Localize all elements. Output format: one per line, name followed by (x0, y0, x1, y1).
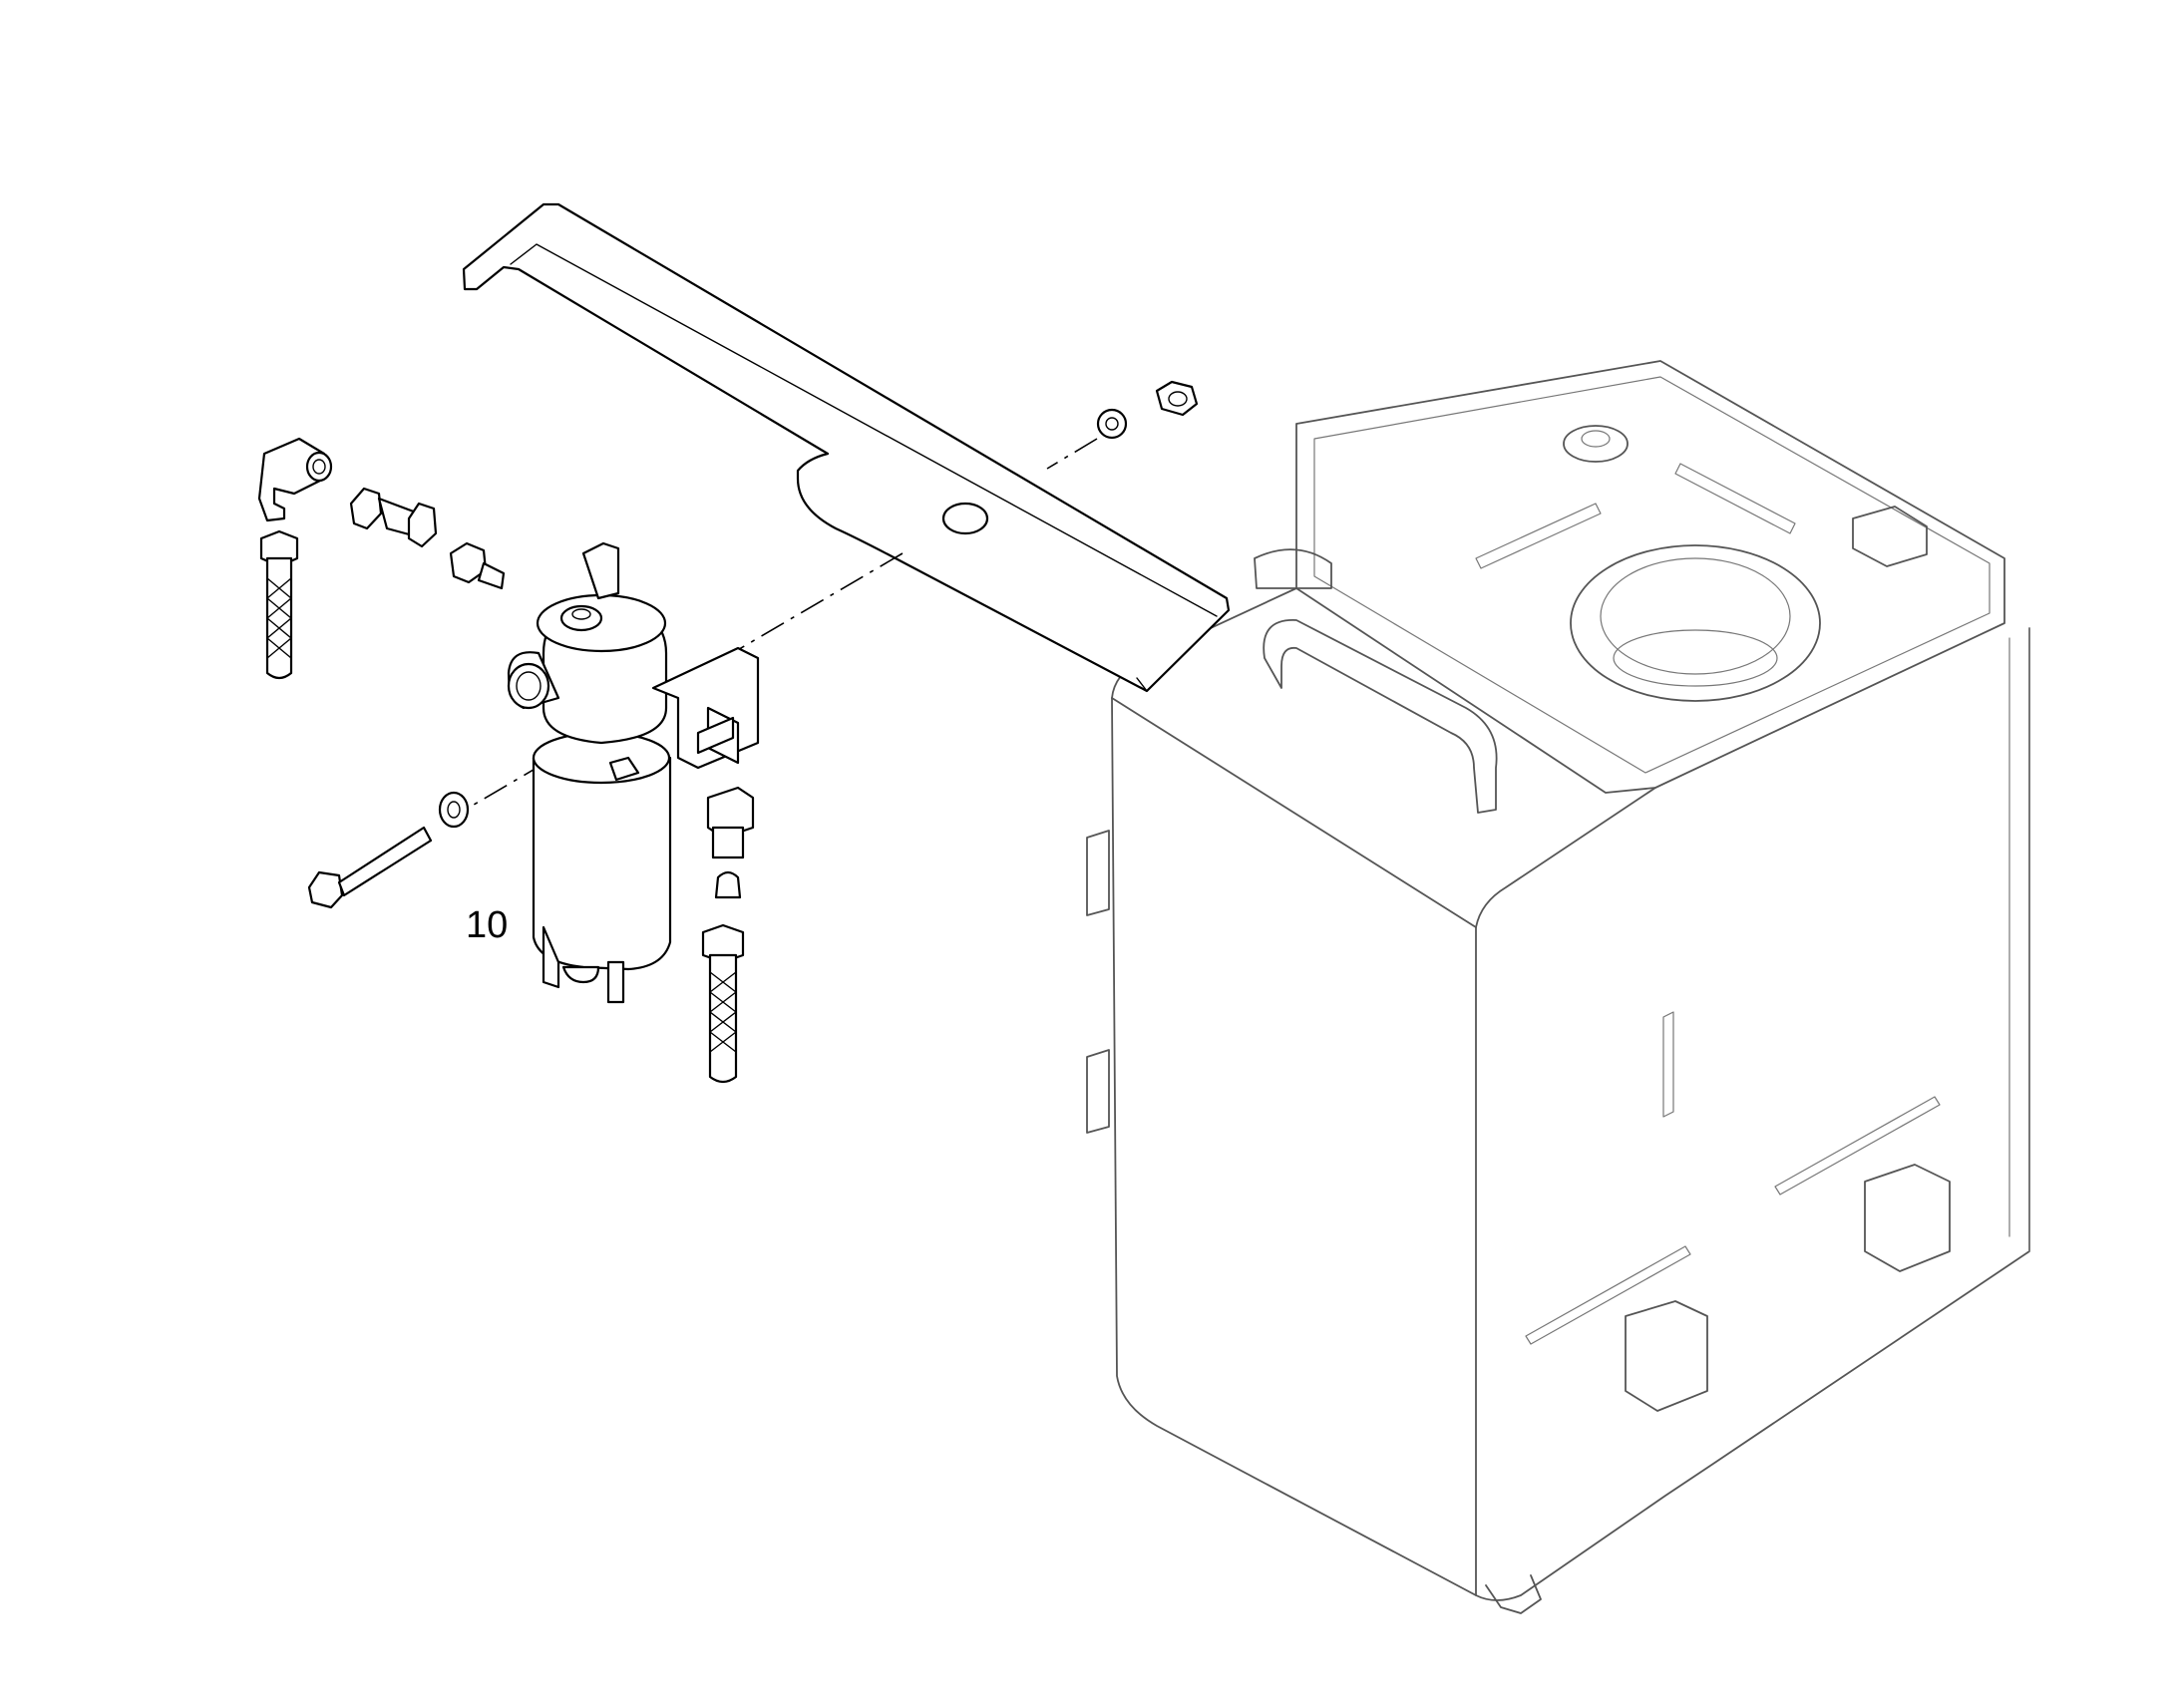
hose-right (701, 923, 745, 1084)
hydraulic-tank (1086, 360, 2030, 1614)
plug-fitting (449, 541, 506, 590)
sleeve-ring (714, 870, 742, 899)
bolt-washer (438, 791, 470, 829)
washer (1096, 408, 1128, 440)
hose-left (259, 529, 299, 680)
adapter-fitting (349, 487, 438, 548)
mounting-bracket (462, 202, 1231, 693)
straight-fitting (706, 786, 755, 859)
bolt (307, 826, 433, 909)
filter-housing (507, 541, 760, 1004)
elbow-fitting (257, 437, 333, 522)
callout-label-10: 10 (466, 904, 508, 946)
bracket-hole (941, 502, 989, 535)
hex-nut (1155, 380, 1199, 417)
